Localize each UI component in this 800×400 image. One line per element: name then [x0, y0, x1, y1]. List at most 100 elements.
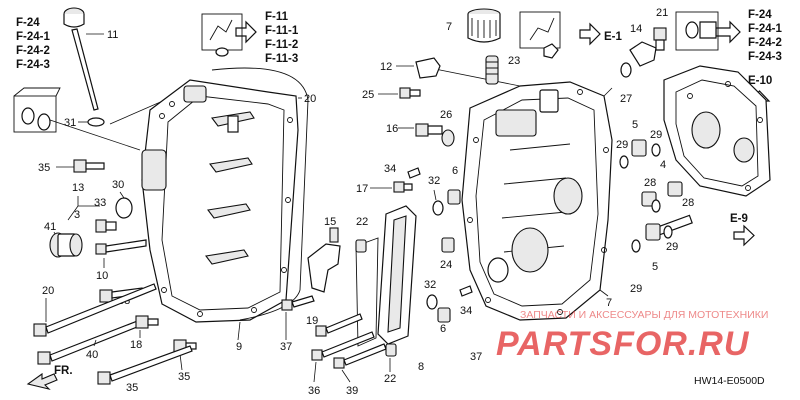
part-label-5-lower[interactable]: 5 — [652, 261, 658, 273]
case-boss-top — [495, 109, 537, 137]
part-label-27[interactable]: 27 — [620, 93, 632, 105]
part-label-12[interactable]: 12 — [380, 61, 392, 73]
part-label-31[interactable]: 31 — [64, 117, 76, 129]
ref-f11-1[interactable]: F-11-1 — [265, 25, 299, 37]
part-label-3[interactable]: 3 — [74, 209, 80, 221]
part-label-30[interactable]: 30 — [112, 179, 124, 191]
case-outer — [461, 81, 613, 321]
cover-breather — [227, 115, 239, 133]
ref-arrow-f11 — [235, 20, 257, 44]
part-label-16[interactable]: 16 — [386, 123, 398, 135]
part-label-26[interactable]: 26 — [440, 109, 452, 121]
part-label-8[interactable]: 8 — [418, 361, 424, 373]
collar-6-low — [437, 307, 451, 323]
bracket-15 — [307, 227, 341, 293]
part-label-4[interactable]: 4 — [660, 159, 666, 171]
ref-e9[interactable]: E-9 — [730, 213, 748, 225]
part-label-19[interactable]: 19 — [306, 315, 318, 327]
ref-f24-3-left[interactable]: F-24-3 — [16, 59, 50, 71]
part-label-17[interactable]: 17 — [356, 183, 368, 195]
part-label-20-lower[interactable]: 35 — [126, 382, 138, 394]
part-label-10[interactable]: 20 — [304, 93, 316, 105]
ref-f24-1-left[interactable]: F-24-1 — [16, 31, 50, 43]
ref-e1[interactable]: E-1 — [604, 31, 623, 43]
part-label-36[interactable]: 36 — [308, 385, 320, 397]
ref-f24-right[interactable]: F-24 — [748, 9, 772, 21]
ref-arrow-e1 — [579, 22, 601, 46]
bolt-35-mid — [135, 315, 159, 329]
part-label-29-d[interactable]: 29 — [630, 283, 642, 295]
part-label-35-low[interactable]: 35 — [178, 371, 190, 383]
ref-f24-2-right[interactable]: F-24-2 — [748, 37, 782, 49]
seal-5-lower — [645, 223, 661, 241]
washer-26 — [441, 129, 455, 147]
part-label-29-c[interactable]: 29 — [666, 241, 678, 253]
joint-4 — [667, 181, 683, 197]
o-ring-right-a — [685, 21, 699, 39]
part-label-22-upper[interactable]: 22 — [356, 216, 368, 228]
part-label-41[interactable]: 41 — [44, 221, 56, 233]
ref-f24-3-right[interactable]: F-24-3 — [748, 51, 782, 63]
cover-port — [141, 149, 167, 191]
part-label-14[interactable]: 14 — [630, 23, 642, 35]
hose-clamp — [215, 47, 229, 57]
case-inner-rim — [475, 97, 599, 307]
case-bore-lower — [511, 227, 549, 273]
part-label-28-b[interactable]: 28 — [682, 197, 694, 209]
part-label-35-top[interactable]: 35 — [38, 162, 50, 174]
part-label-5-upper[interactable]: 5 — [632, 119, 638, 131]
part-label-6-top[interactable]: 6 — [452, 165, 458, 177]
part-label-28-a[interactable]: 28 — [644, 177, 656, 189]
cover-inner-rim — [161, 95, 285, 311]
part-label-25[interactable]: 25 — [362, 89, 374, 101]
part-label-29-b[interactable]: 29 — [650, 129, 662, 141]
o-ring-29-a — [619, 155, 629, 169]
part-label-6-low[interactable]: 6 — [440, 323, 446, 335]
case-neck — [539, 89, 559, 113]
part-label-11[interactable]: 11 — [107, 29, 118, 41]
bolt-19 — [315, 313, 363, 337]
hose-clamp-right — [543, 43, 559, 59]
part-label-13[interactable]: 13 — [72, 182, 84, 194]
ref-f24-1-right[interactable]: F-24-1 — [748, 23, 782, 35]
ref-f11[interactable]: F-11 — [265, 11, 289, 23]
filter-screen-41 — [49, 232, 83, 258]
hose-inset-box-right — [519, 11, 561, 49]
part-label-37-low[interactable]: 37 — [470, 351, 482, 363]
ref-f11-3[interactable]: F-11-3 — [265, 53, 298, 65]
part-label-29-a[interactable]: 29 — [616, 139, 628, 151]
part-label-35-mid[interactable]: 18 — [130, 339, 142, 351]
bolt-37-left — [281, 295, 315, 311]
cover-filler-neck — [183, 85, 207, 103]
part-label-32-low[interactable]: 32 — [424, 279, 436, 291]
part-label-20-upper[interactable]: 20 — [42, 285, 54, 297]
part-label-21[interactable]: 21 — [656, 7, 668, 19]
o-ring-30 — [115, 197, 133, 219]
part-label-15[interactable]: 15 — [324, 216, 336, 228]
ref-arrow-e9 — [733, 224, 755, 247]
front-direction-label: FR. — [54, 365, 73, 377]
oil-filter-7 — [467, 8, 501, 43]
part-label-23[interactable]: 23 — [508, 55, 520, 67]
ref-e10[interactable]: E-10 — [748, 75, 772, 87]
o-ring-32-low — [426, 294, 438, 310]
part-label-18[interactable]: 40 — [86, 349, 98, 361]
part-label-34-low[interactable]: 34 — [460, 305, 472, 317]
ref-f11-2[interactable]: F-11-2 — [265, 39, 298, 51]
part-label-22-lower[interactable]: 22 — [384, 373, 396, 385]
bolt-17 — [393, 181, 413, 193]
part-label-34-top[interactable]: 34 — [384, 163, 396, 175]
part-label-9[interactable]: 9 — [236, 341, 242, 353]
part-label-39[interactable]: 39 — [346, 385, 358, 397]
o-ring-29-c — [663, 225, 673, 239]
part-label-33[interactable]: 33 — [94, 197, 106, 209]
part-label-7[interactable]: 7 — [446, 21, 452, 33]
part-label-37-left[interactable]: 37 — [280, 341, 292, 353]
ref-f24-2-left[interactable]: F-24-2 — [16, 45, 50, 57]
part-label-7-case[interactable]: 7 — [606, 297, 612, 309]
part-label-38[interactable]: 10 — [96, 270, 108, 282]
part-label-24[interactable]: 24 — [440, 259, 452, 271]
gasket-31 — [87, 117, 105, 127]
ref-f24-left[interactable]: F-24 — [16, 17, 40, 29]
part-label-32-top[interactable]: 32 — [428, 175, 440, 187]
